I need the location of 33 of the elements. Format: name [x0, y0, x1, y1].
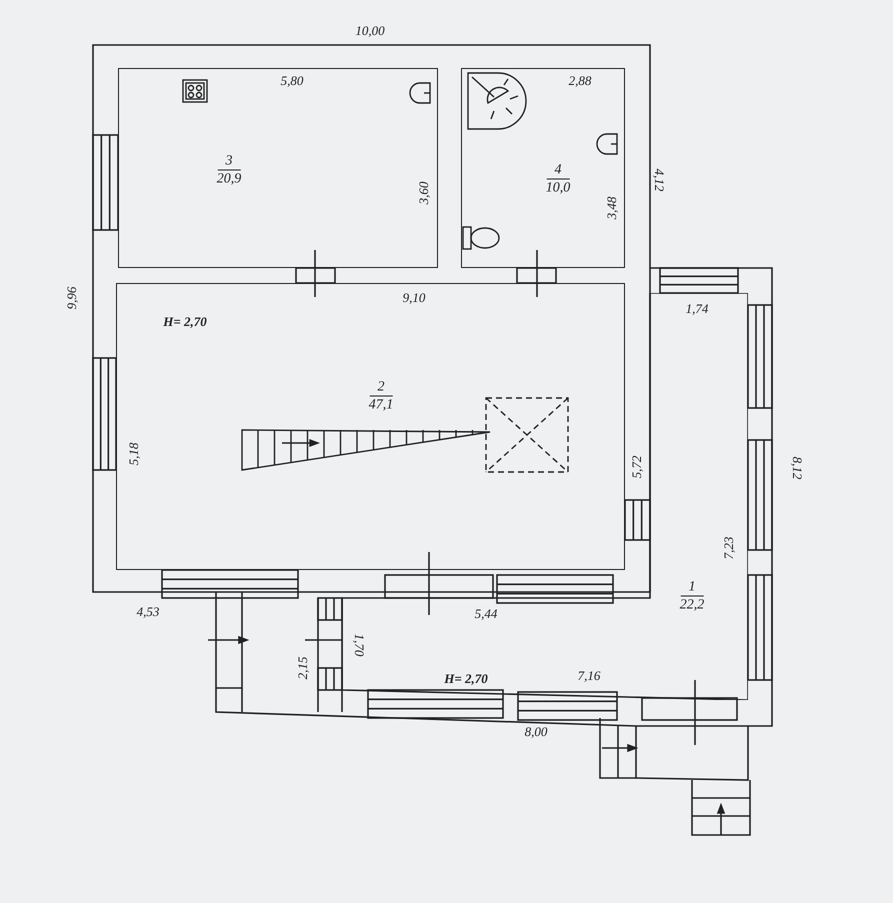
- room: [116, 283, 625, 570]
- dimension-label: 5,44: [474, 607, 498, 621]
- dimension-label: 9,10: [402, 291, 426, 305]
- dimension-label: 8,12: [790, 456, 804, 480]
- room-number: 3: [218, 152, 240, 170]
- dimension-label: 10,00: [355, 24, 385, 38]
- dimension-label: 5,80: [280, 74, 304, 88]
- room: [118, 68, 438, 268]
- dimension-label: 4,53: [136, 605, 160, 619]
- room: [342, 293, 748, 700]
- dimension-label: 1,70: [352, 634, 366, 656]
- dimension-label: 5,18: [127, 442, 141, 466]
- dimension-label: 7,16: [578, 669, 600, 683]
- dimension-label: 2,15: [296, 656, 310, 680]
- dimension-label: 3,60: [417, 182, 431, 204]
- dimension-label: 3,48: [605, 196, 619, 220]
- room-area: 22,2: [680, 596, 704, 614]
- dimension-label: 4,12: [652, 168, 666, 192]
- room-area: 20,9: [216, 170, 242, 188]
- ceiling-height-label: H= 2,70: [444, 672, 488, 686]
- dimension-label: 8,00: [524, 725, 548, 739]
- dimension-label: 7,23: [722, 536, 736, 560]
- ceiling-height-label: H= 2,70: [163, 315, 207, 329]
- room-number: 4: [546, 162, 570, 180]
- room-number: 2: [370, 378, 392, 396]
- dimension-label: 9,96: [65, 286, 79, 310]
- room-number: 1: [680, 578, 704, 596]
- room: [461, 68, 625, 268]
- dimension-label: 2,88: [568, 74, 592, 88]
- dimension-label: 5,72: [630, 456, 644, 478]
- dimension-label: 1,74: [686, 302, 708, 316]
- room-area: 10,0: [546, 180, 570, 196]
- room-area: 47,1: [368, 396, 394, 414]
